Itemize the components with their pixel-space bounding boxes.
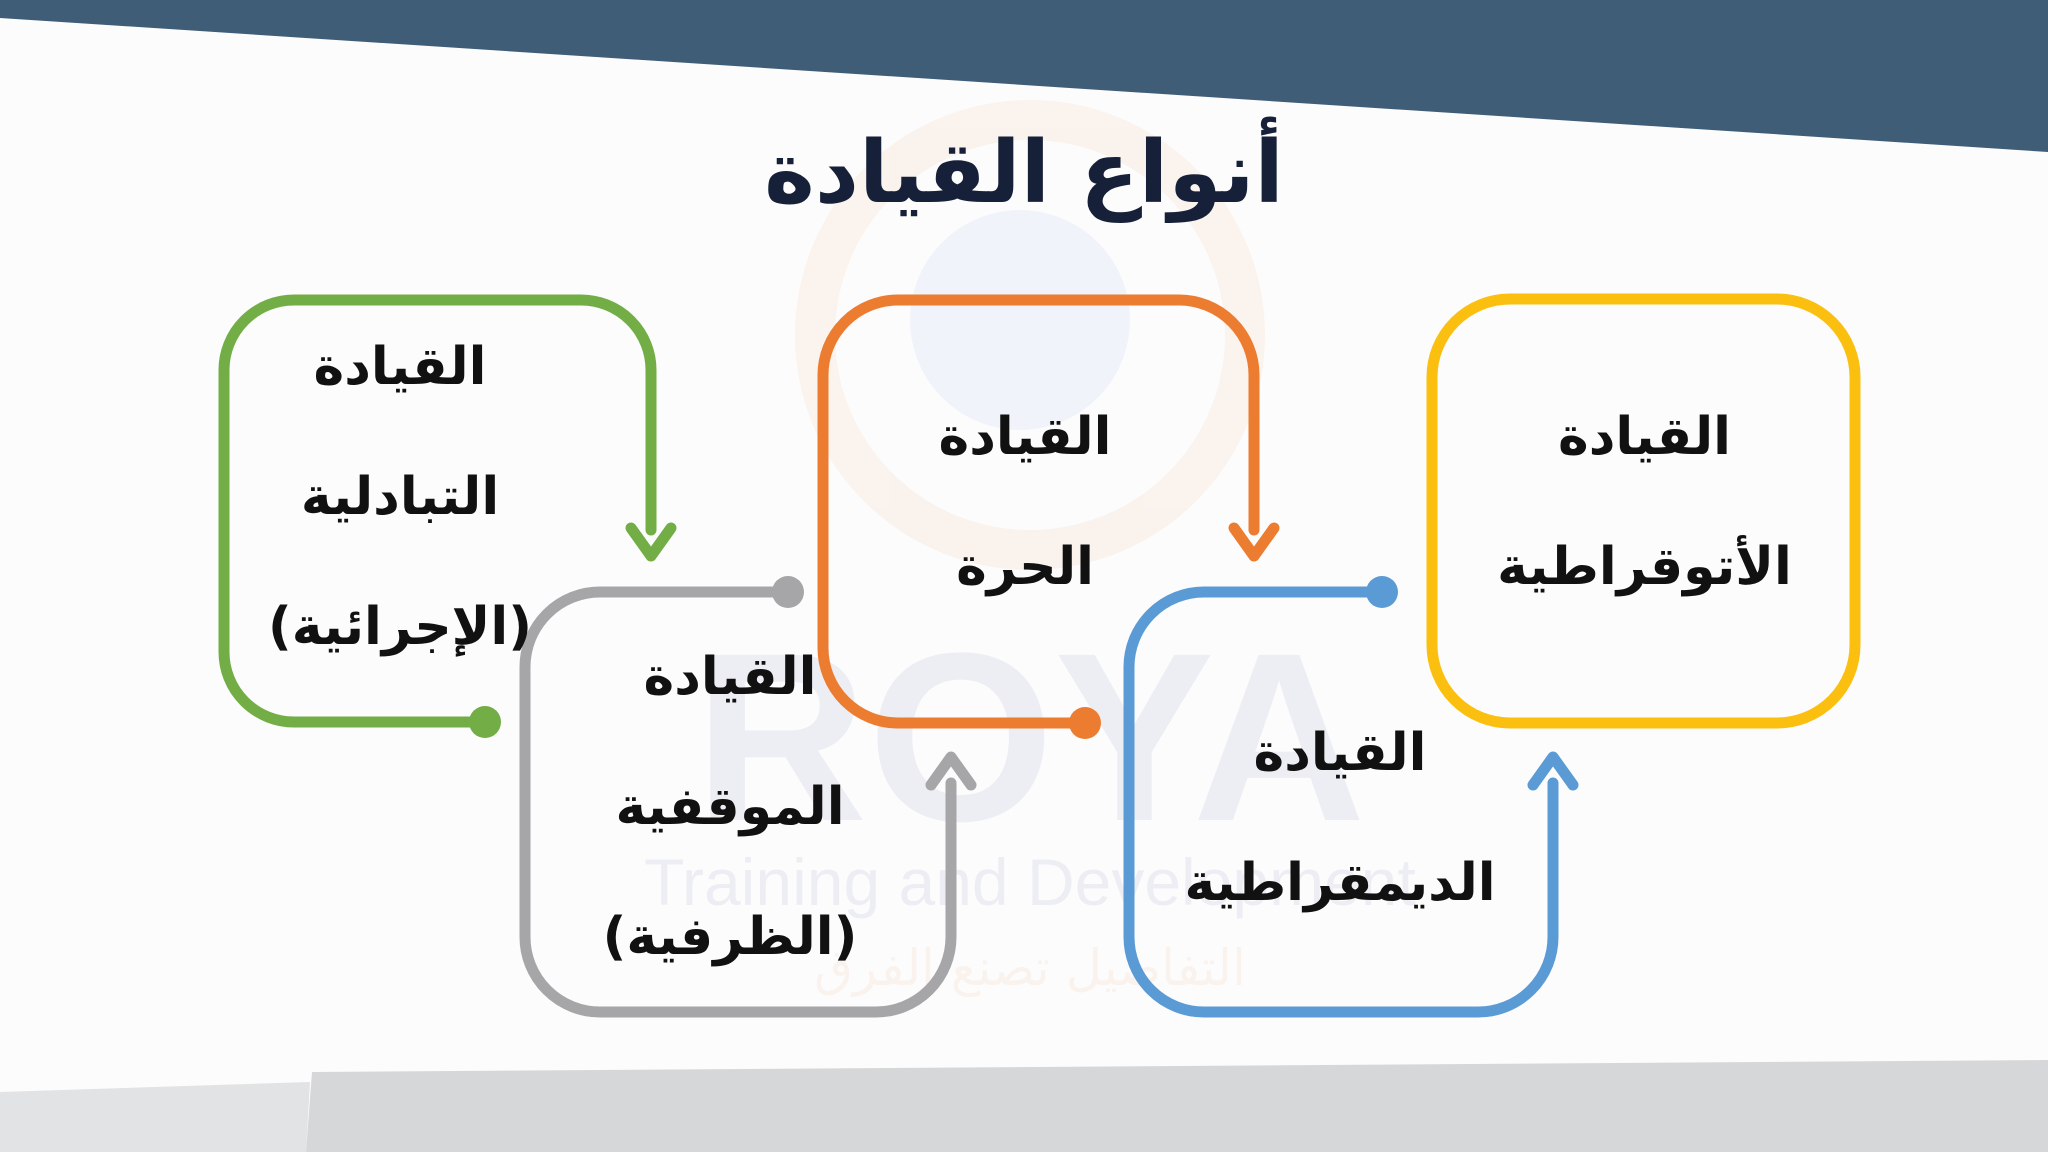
situational-line1: القيادة: [643, 647, 817, 707]
watermark-brand: ROYA: [694, 603, 1365, 871]
header-band: [0, 0, 2048, 152]
page-title: أنواع القيادة: [764, 123, 1284, 223]
democratic-label: القيادة الديمقراطية: [1160, 688, 1520, 948]
free-start-dot: [1069, 707, 1101, 739]
free-label: القيادة الحرة: [880, 372, 1170, 632]
situational-label: القيادة الموقفية (الظرفية): [570, 612, 890, 1002]
democratic-line2: الديمقراطية: [1184, 853, 1496, 913]
situational-box-outline: [519, 586, 957, 1018]
situational-line3: (الظرفية): [602, 907, 858, 967]
transactional-start-dot: [469, 706, 501, 738]
watermark-arabic-tagline: التفاصيل تصنع الفرق: [814, 939, 1246, 998]
democratic-start-dot: [1366, 576, 1398, 608]
situational-line2: الموقفية: [615, 777, 845, 837]
free-box-outline: [817, 294, 1260, 729]
free-arrowhead: [1228, 522, 1280, 562]
transactional-line1: القيادة: [313, 337, 487, 397]
transactional-label: القيادة التبادلية (الإجرائية): [260, 302, 540, 692]
situational-start-dot: [772, 576, 804, 608]
autocratic-label: القيادة الأتوقراطية: [1472, 372, 1817, 632]
democratic-line1: القيادة: [1253, 723, 1427, 783]
autocratic-line2: الأتوقراطية: [1497, 537, 1792, 597]
footer-band-left: [0, 1082, 310, 1152]
situational-arrowhead: [925, 751, 977, 791]
watermark-tagline: Training and Development: [644, 845, 1416, 919]
transactional-line2: التبادلية: [300, 467, 500, 527]
autocratic-box-outline: [1426, 293, 1861, 729]
free-line1: القيادة: [938, 407, 1112, 467]
transactional-box-outline: [218, 294, 657, 728]
transactional-arrowhead: [625, 522, 677, 562]
democratic-arrowhead: [1527, 751, 1579, 791]
free-line2: الحرة: [956, 537, 1094, 597]
democratic-box-outline: [1123, 586, 1559, 1018]
footer-band: [306, 1060, 2048, 1152]
autocratic-line1: القيادة: [1558, 407, 1731, 467]
transactional-line3: (الإجرائية): [267, 597, 532, 657]
